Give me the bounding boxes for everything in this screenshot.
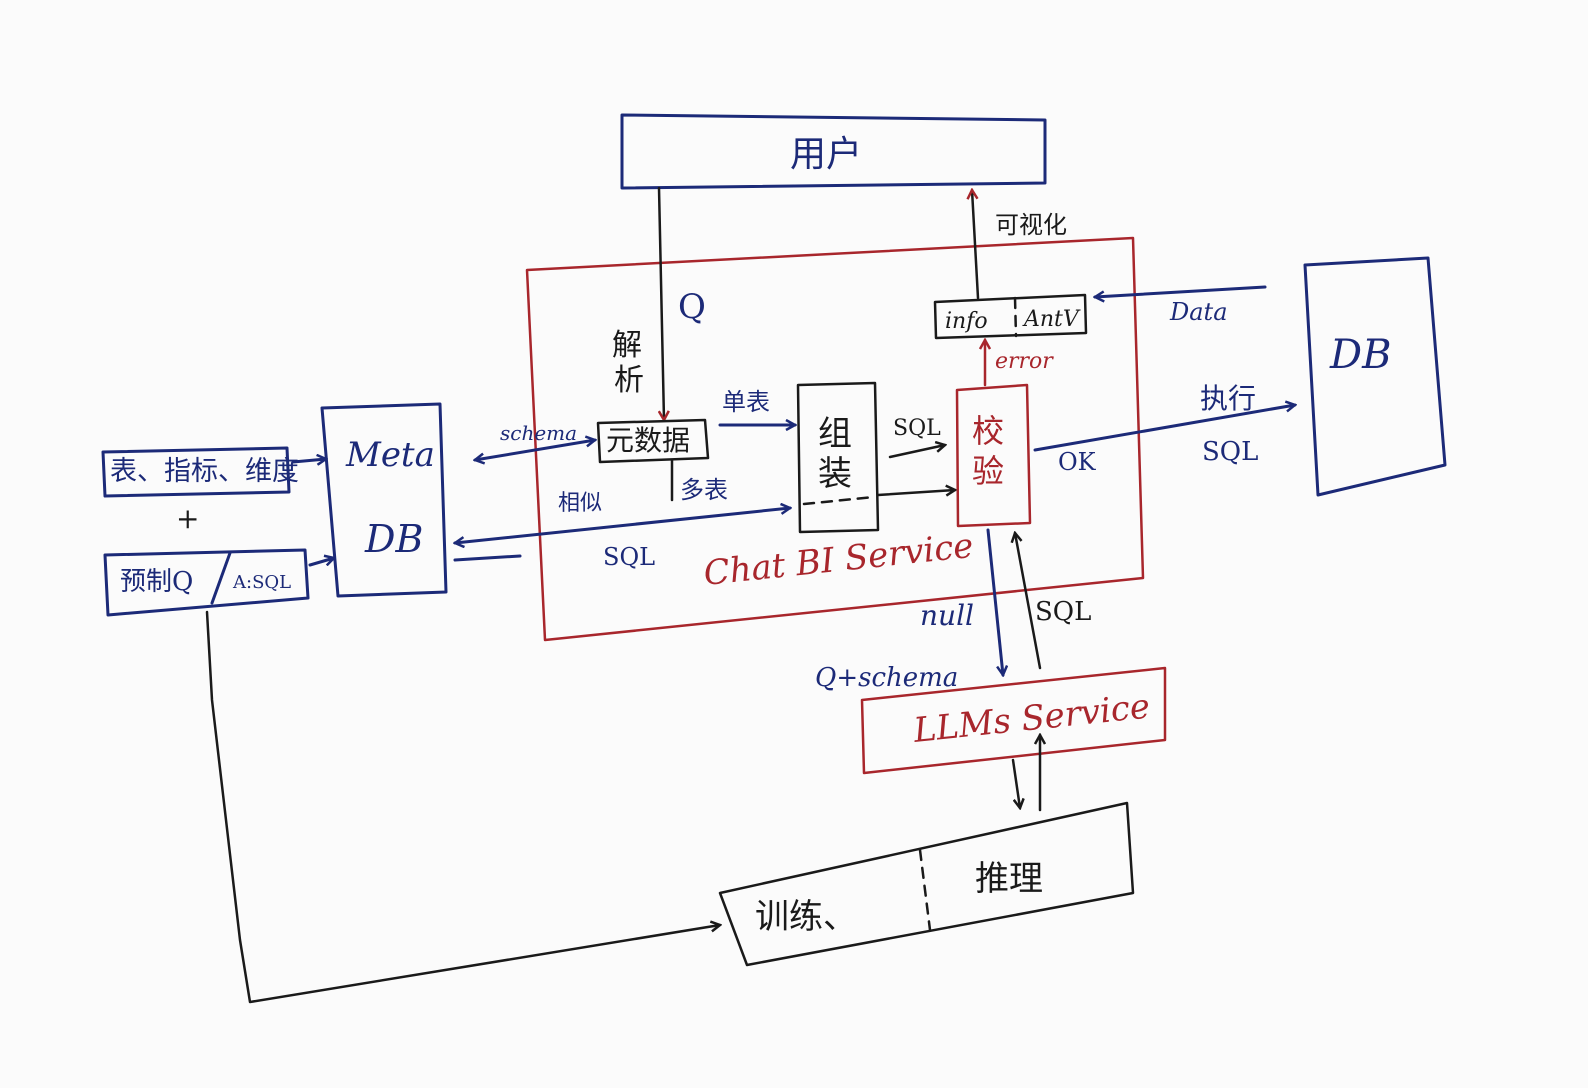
info-antv-divider bbox=[1013, 296, 1018, 338]
metadata-box bbox=[596, 418, 710, 464]
llms-service-box bbox=[860, 666, 1167, 775]
source-box bbox=[101, 446, 291, 498]
plus-sign: + bbox=[176, 502, 199, 535]
assemble-to-validate-arrow bbox=[888, 445, 945, 459]
llms-service-label: LLMs Service bbox=[911, 686, 1152, 751]
source-to-meta-arrow bbox=[291, 459, 326, 462]
parse-label-1: 解 bbox=[612, 328, 642, 363]
meta-sql-return-line bbox=[453, 554, 522, 562]
data-arrow bbox=[1095, 285, 1267, 297]
chat-bi-service-label: Chat BI Service bbox=[702, 526, 975, 594]
sql-execute-label: SQL bbox=[1202, 437, 1258, 467]
error-label: error bbox=[995, 349, 1054, 374]
user-label: 用户 bbox=[790, 134, 862, 175]
assemble-label-1: 组 bbox=[818, 414, 852, 454]
preset-sql-label: A:SQL bbox=[232, 572, 291, 593]
null-label: null bbox=[920, 599, 974, 632]
data-label: Data bbox=[1169, 298, 1228, 326]
null-arrow bbox=[986, 528, 1003, 675]
preset-to-meta-arrow bbox=[308, 558, 334, 567]
assemble-box bbox=[796, 381, 880, 534]
sql-meta-label: SQL bbox=[603, 543, 655, 571]
similar-label: 相似 bbox=[558, 491, 602, 516]
ok-label: OK bbox=[1058, 448, 1097, 476]
train-label: 训练、 bbox=[755, 897, 857, 937]
train-infer-divider bbox=[918, 848, 932, 932]
similar-sql-arrow bbox=[455, 508, 790, 543]
execute-label: 执行 bbox=[1200, 382, 1256, 415]
sql-return-arrow bbox=[1015, 533, 1042, 670]
user-box bbox=[620, 113, 1047, 190]
antv-label: AntV bbox=[1022, 307, 1081, 332]
visualize-arrow bbox=[972, 190, 980, 300]
q-schema-label: Q+schema bbox=[815, 663, 958, 693]
validate-label-2: 验 bbox=[972, 452, 1004, 490]
assemble-label-2: 装 bbox=[818, 454, 852, 494]
preset-q-label: 预制Q bbox=[120, 567, 193, 597]
schema-arrow bbox=[475, 440, 595, 460]
meta-db-label-1: Meta bbox=[345, 435, 435, 475]
meta-db-box bbox=[320, 402, 448, 598]
preset-to-train-arrow bbox=[205, 610, 720, 1004]
info-antv-box bbox=[933, 293, 1088, 340]
info-label: info bbox=[945, 309, 988, 334]
preset-box bbox=[103, 548, 310, 617]
validate-label-1: 校 bbox=[972, 412, 1004, 450]
db-right-label: DB bbox=[1329, 332, 1391, 378]
sql-assemble-label: SQL bbox=[893, 416, 941, 441]
q-label: Q bbox=[678, 287, 706, 327]
q-arrow bbox=[657, 186, 664, 420]
metadata-label: 元数据 bbox=[606, 424, 690, 457]
infer-label: 推理 bbox=[975, 859, 1043, 899]
assemble-dashed-divider bbox=[802, 495, 876, 506]
validate-box bbox=[955, 383, 1032, 528]
sql-llm-label: SQL bbox=[1035, 597, 1091, 627]
meta-db-label-2: DB bbox=[364, 517, 423, 561]
visualize-label: 可视化 bbox=[995, 211, 1067, 239]
schema-label: schema bbox=[500, 421, 577, 445]
db-right-box bbox=[1303, 256, 1447, 497]
execute-arrow bbox=[1033, 405, 1295, 452]
preset-divider bbox=[210, 551, 232, 605]
train-infer-box bbox=[718, 801, 1135, 967]
multi-table-label: 多表 bbox=[680, 476, 728, 504]
source-label: 表、指标、维度 bbox=[110, 456, 299, 487]
parse-label-2: 析 bbox=[614, 363, 644, 398]
dashed-bypass-arrow bbox=[876, 490, 955, 495]
single-table-label: 单表 bbox=[722, 388, 770, 416]
llm-to-train-arrow bbox=[1011, 758, 1020, 808]
